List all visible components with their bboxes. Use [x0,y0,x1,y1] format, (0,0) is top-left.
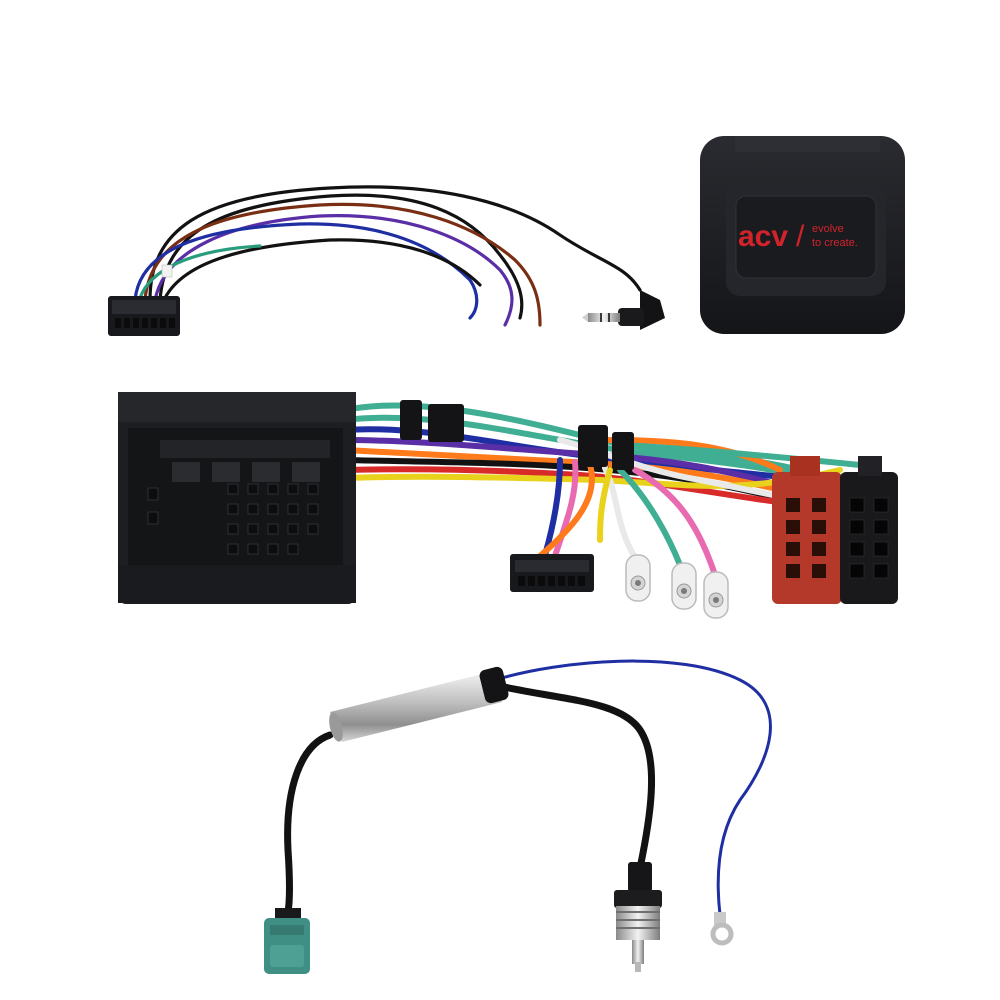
acv-logo: acv [738,220,788,253]
main-vehicle-harness [118,392,898,619]
din-antenna-plug [614,862,662,972]
lead-wires [133,185,642,327]
logo-slash: / [796,220,805,253]
antenna-adapter [264,659,772,974]
tagline-line1: evolve [812,223,844,235]
iso-16pin-plug [510,554,594,592]
jack-plug-3-5mm [582,290,665,330]
rca-connector-green [671,562,697,610]
tape-wraps [400,400,634,470]
steering-control-lead [108,185,665,336]
ground-ring-terminal [710,912,734,946]
acv-interface-box: acv / evolve to create. [700,136,905,334]
iso-power-connector [840,456,898,604]
rca-connector-pink [703,571,729,619]
iso-speaker-connector [772,456,842,604]
antenna-cables [284,659,772,917]
iso-16pin-connector [108,296,180,336]
fakra-connector [264,908,310,974]
quadlock-connector [118,392,356,604]
amplifier-tube [329,666,509,742]
tagline-line2: to create. [812,237,858,249]
wire-label [161,264,173,278]
rca-connector-white [625,554,651,602]
rca-connectors [625,554,729,619]
